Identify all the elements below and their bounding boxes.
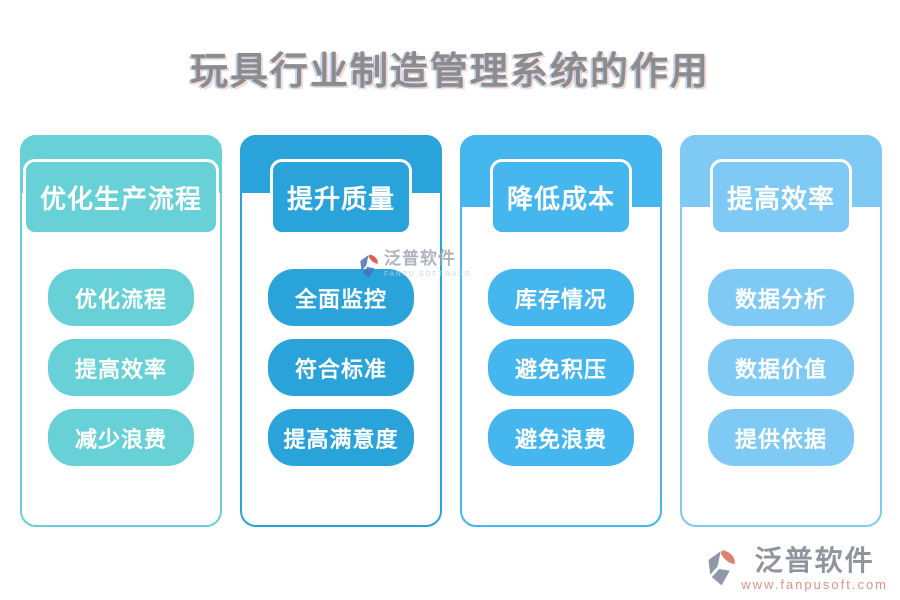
item-pill: 减少浪费 — [48, 409, 194, 466]
item-pill: 提高效率 — [48, 339, 194, 396]
fanpu-logo: 泛普软件 www.fanpusoft.com — [702, 547, 888, 592]
item-pill: 符合标准 — [268, 339, 414, 396]
column-header-label: 提高效率 — [726, 184, 836, 214]
item-list: 优化流程 提高效率 减少浪费 — [22, 269, 220, 466]
item-pill: 数据分析 — [708, 269, 854, 326]
item-pill: 避免浪费 — [488, 409, 634, 466]
column-header: 提升质量 — [269, 159, 413, 235]
watermark-text: 泛普软件 FANPU SOFTWARE — [384, 249, 472, 278]
column-card-improve-quality: 提升质量 全面监控 符合标准 提高满意度 — [240, 135, 442, 527]
column-header: 优化生产流程 — [22, 159, 220, 235]
column-header: 降低成本 — [489, 159, 633, 235]
fanpu-swoosh-icon — [708, 550, 736, 586]
column-header-label: 降低成本 — [506, 184, 616, 214]
footer-logo-text: 泛普软件 www.fanpusoft.com — [741, 547, 888, 592]
fanpu-watermark: 泛普软件 FANPU SOFTWARE — [356, 249, 472, 284]
column-header-label: 提升质量 — [286, 184, 396, 214]
column-card-reduce-cost: 降低成本 库存情况 避免积压 避免浪费 — [460, 135, 662, 527]
item-list: 库存情况 避免积压 避免浪费 — [462, 269, 660, 466]
item-list: 全面监控 符合标准 提高满意度 — [242, 269, 440, 466]
column-cards: 优化生产流程 优化流程 提高效率 减少浪费 提升质量 全面监控 符合标准 提高满… — [20, 135, 882, 527]
item-list: 数据分析 数据价值 提供依据 — [682, 269, 880, 466]
item-pill: 避免积压 — [488, 339, 634, 396]
footer-logo-url: www.fanpusoft.com — [741, 577, 888, 593]
item-pill: 全面监控 — [268, 269, 414, 326]
footer-logo-brand: 泛普软件 — [754, 545, 875, 577]
item-pill: 优化流程 — [48, 269, 194, 326]
item-pill: 提高满意度 — [268, 409, 414, 466]
item-pill: 库存情况 — [488, 269, 634, 326]
column-card-improve-efficiency: 提高效率 数据分析 数据价值 提供依据 — [680, 135, 882, 527]
column-header: 提高效率 — [709, 159, 853, 235]
item-pill: 提供依据 — [708, 409, 854, 466]
column-card-optimize-production: 优化生产流程 优化流程 提高效率 减少浪费 — [20, 135, 222, 527]
column-header-label: 优化生产流程 — [39, 184, 203, 214]
watermark-brand: 泛普软件 — [384, 249, 456, 268]
fanpu-swoosh-icon — [360, 254, 378, 278]
watermark-subtitle: FANPU SOFTWARE — [384, 270, 472, 278]
page-title: 玩具行业制造管理系统的作用 — [189, 51, 710, 93]
item-pill: 数据价值 — [708, 339, 854, 396]
